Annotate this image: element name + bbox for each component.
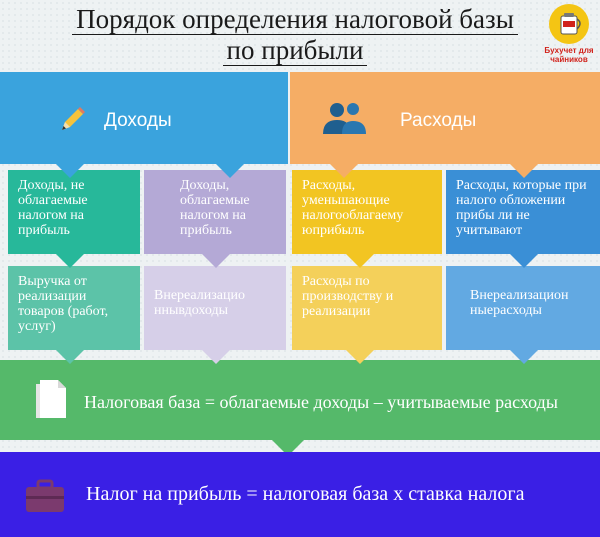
logo: Бухучет для чайников xyxy=(540,4,598,66)
briefcase-icon xyxy=(24,478,66,514)
title-line-2: по прибыли xyxy=(222,35,368,66)
arrow-down xyxy=(330,164,358,178)
card-income-untaxed: Доходы, не облагаемые налогом на прибыль xyxy=(8,170,140,254)
income-label: Доходы xyxy=(104,110,172,131)
card-non-operating-expenses: Внереализацион ныерасходы xyxy=(446,266,600,350)
income-header xyxy=(0,72,288,164)
card-non-operating-income: Внереализацио ннывдоходы xyxy=(144,266,286,350)
logo-line-1: Бухучет для xyxy=(544,46,594,55)
arrow-down xyxy=(346,254,374,268)
arrow-down xyxy=(56,350,84,364)
card-text: Внереализацион ныерасходы xyxy=(470,288,569,318)
card-text: Расходы по производству и реализации xyxy=(302,274,394,319)
kettle-icon xyxy=(549,4,589,44)
arrow-down xyxy=(56,254,84,268)
card-text: Доходы, не облагаемые налогом на прибыль xyxy=(18,178,88,238)
arrow-down xyxy=(510,254,538,268)
expense-header xyxy=(290,72,600,164)
card-text: Расходы, уменьшающие налогооблагаему юпр… xyxy=(302,178,404,238)
card-income-taxed: Доходы, облагаемые налогом на прибыль xyxy=(144,170,286,254)
arrow-down xyxy=(202,254,230,268)
arrow-down xyxy=(510,350,538,364)
tax-formula: Налог на прибыль = налоговая база х став… xyxy=(86,483,525,505)
card-revenue: Выручка от реализации товаров (работ, ус… xyxy=(8,266,140,350)
arrow-down xyxy=(510,164,538,178)
card-expense-not-counted: Расходы, которые при налого обложении пр… xyxy=(446,170,600,254)
arrow-down xyxy=(202,350,230,364)
card-text: Внереализацио ннывдоходы xyxy=(154,288,245,318)
tax-formula-panel xyxy=(0,452,600,537)
card-text: Доходы, облагаемые налогом на прибыль xyxy=(180,178,250,238)
document-icon xyxy=(34,378,70,420)
card-production-expenses: Расходы по производству и реализации xyxy=(292,266,442,350)
people-icon xyxy=(320,100,370,136)
page-title: Порядок определения налоговой базы по пр… xyxy=(40,4,550,68)
card-expense-reducing: Расходы, уменьшающие налогооблагаему юпр… xyxy=(292,170,442,254)
title-line-1: Порядок определения налоговой базы xyxy=(72,4,518,35)
tax-base-formula: Налоговая база = облагаемые доходы – учи… xyxy=(84,392,558,412)
arrow-down xyxy=(346,350,374,364)
logo-line-2: чайников xyxy=(550,55,588,64)
tax-base-formula-panel xyxy=(0,360,600,440)
arrow-down xyxy=(56,164,84,178)
card-text: Выручка от реализации товаров (работ, ус… xyxy=(18,274,109,334)
expense-label: Расходы xyxy=(400,110,477,131)
arrow-down xyxy=(216,164,244,178)
card-text: Расходы, которые при налого обложении пр… xyxy=(456,178,587,238)
pencil-icon xyxy=(56,104,88,136)
